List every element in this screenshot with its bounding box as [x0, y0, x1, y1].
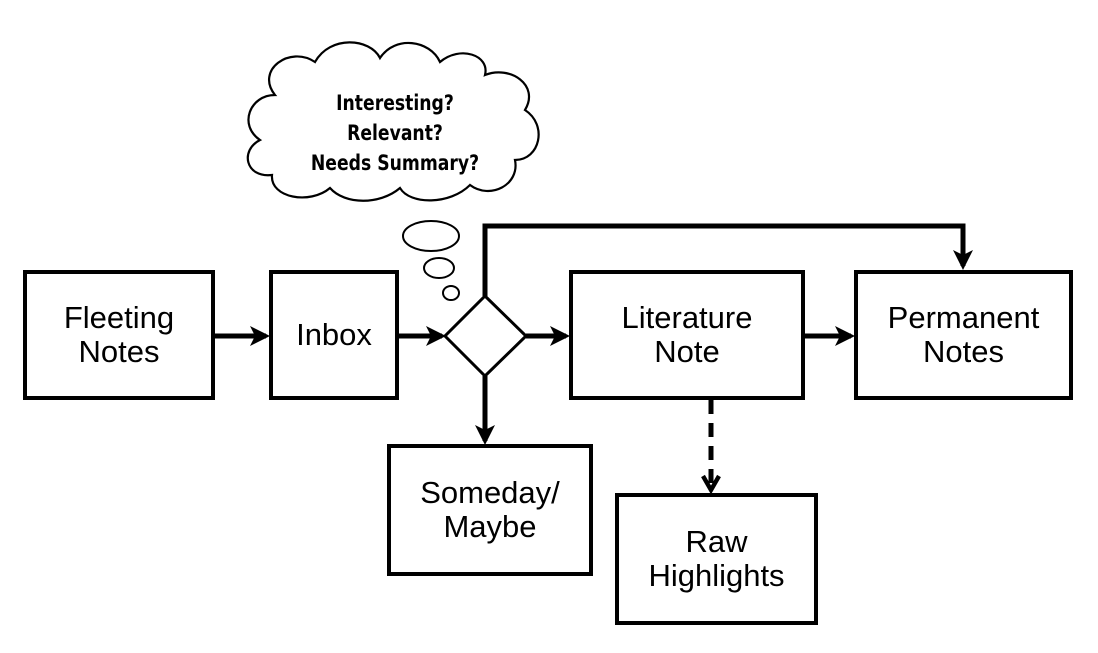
node-fleeting-notes[interactable]: Fleeting Notes — [23, 270, 215, 400]
node-label: Someday/ Maybe — [420, 475, 560, 544]
node-label: Raw Highlights — [648, 524, 785, 593]
decision-diamond[interactable] — [442, 293, 529, 379]
thought-bubble-medium — [423, 257, 455, 279]
thought-cloud-text: Interesting? Relevant? Needs Summary? — [310, 91, 480, 175]
node-label: Literature Note — [621, 300, 753, 369]
node-label: Permanent Notes — [887, 300, 1040, 369]
thought-bubble-large — [402, 220, 460, 252]
edge-decision-permanent — [482, 223, 973, 296]
thought-cloud — [246, 41, 540, 202]
node-label: Inbox — [296, 317, 372, 352]
node-permanent-notes[interactable]: Permanent Notes — [854, 270, 1073, 400]
node-inbox[interactable]: Inbox — [269, 270, 399, 400]
node-literature-note[interactable]: Literature Note — [569, 270, 805, 400]
thought-bubble-small — [442, 285, 460, 301]
node-raw-highlights[interactable]: Raw Highlights — [615, 493, 818, 625]
node-someday-maybe[interactable]: Someday/ Maybe — [387, 444, 593, 576]
node-label: Fleeting Notes — [63, 300, 175, 369]
